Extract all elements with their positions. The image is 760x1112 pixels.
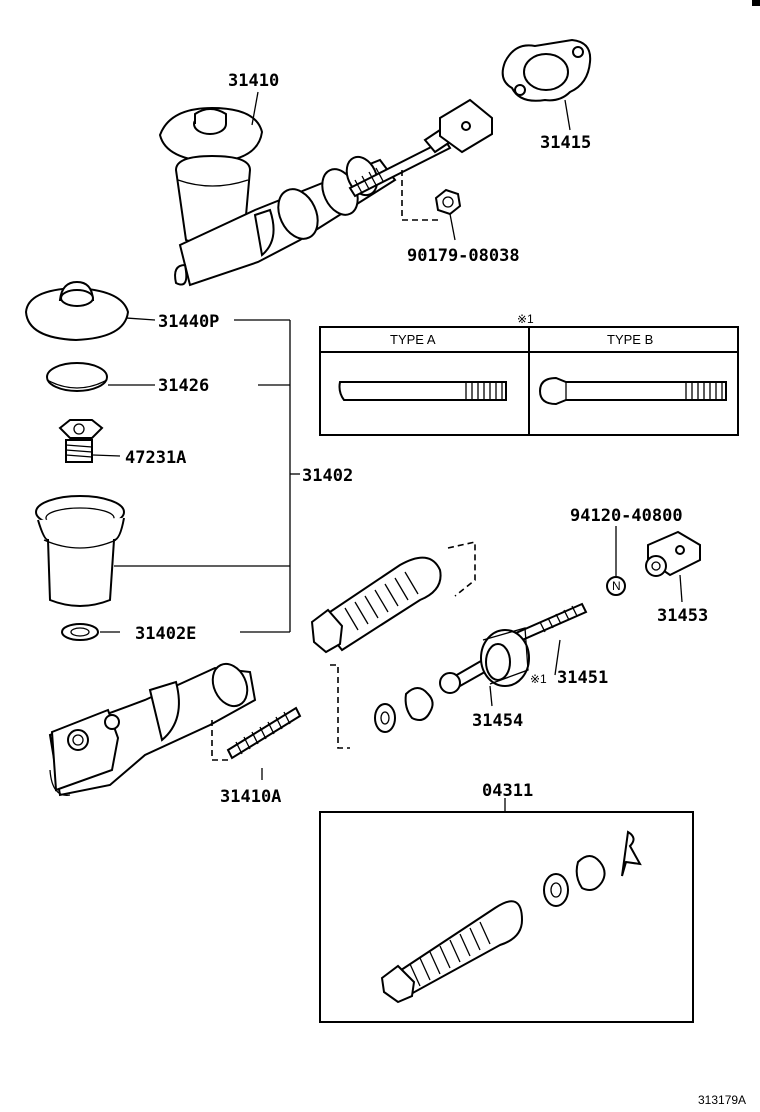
diaphragm-31426 bbox=[46, 362, 155, 392]
type-table-note-mark: ※1 bbox=[517, 312, 534, 326]
repair-kit-04311 bbox=[319, 798, 694, 1023]
boot-31454 bbox=[480, 627, 530, 707]
label-31415: 31415 bbox=[540, 133, 591, 153]
label-94120-40800: 94120-40800 bbox=[570, 506, 683, 526]
plug-47231a bbox=[58, 419, 121, 463]
label-31410: 31410 bbox=[228, 71, 279, 91]
type-a-label: TYPE A bbox=[390, 332, 436, 347]
nut-marking: N bbox=[612, 579, 621, 593]
label-47231a: 47231A bbox=[125, 448, 186, 468]
label-31402: 31402 bbox=[302, 466, 353, 486]
master-cylinder-assembly bbox=[158, 98, 493, 287]
cylinder-body-lower bbox=[48, 662, 257, 797]
label-31454: 31454 bbox=[472, 711, 523, 731]
label-90179-08038: 90179-08038 bbox=[407, 246, 520, 266]
bracket-31402 bbox=[234, 319, 300, 633]
label-31453: 31453 bbox=[657, 606, 708, 626]
reservoir-31402 bbox=[35, 495, 290, 607]
clevis-31453 bbox=[645, 530, 701, 603]
grommet-31402e bbox=[61, 623, 120, 641]
spring-31410a bbox=[226, 706, 302, 780]
nut-90179-08038 bbox=[434, 188, 462, 241]
piston-assembly bbox=[310, 541, 476, 749]
label-31410a: 31410A bbox=[220, 787, 281, 807]
nut-94120-40800: N bbox=[606, 526, 626, 596]
label-note-mark-31451: ※1 bbox=[530, 672, 547, 686]
reservoir-cap-31440p bbox=[24, 280, 156, 342]
type-b-label: TYPE B bbox=[607, 332, 653, 347]
label-31402e: 31402E bbox=[135, 624, 196, 644]
corner-mark bbox=[752, 0, 760, 6]
gasket-31415 bbox=[501, 38, 592, 131]
part-labels: 31410 31415 90179-08038 31440P 31426 472… bbox=[125, 71, 746, 1107]
label-31451: 31451 bbox=[557, 668, 608, 688]
label-31440p: 31440P bbox=[158, 312, 219, 332]
reference-code: 313179A bbox=[698, 1093, 746, 1107]
label-04311: 04311 bbox=[482, 781, 533, 801]
label-31426: 31426 bbox=[158, 376, 209, 396]
type-table: ※1 TYPE A TYPE B bbox=[319, 312, 739, 436]
